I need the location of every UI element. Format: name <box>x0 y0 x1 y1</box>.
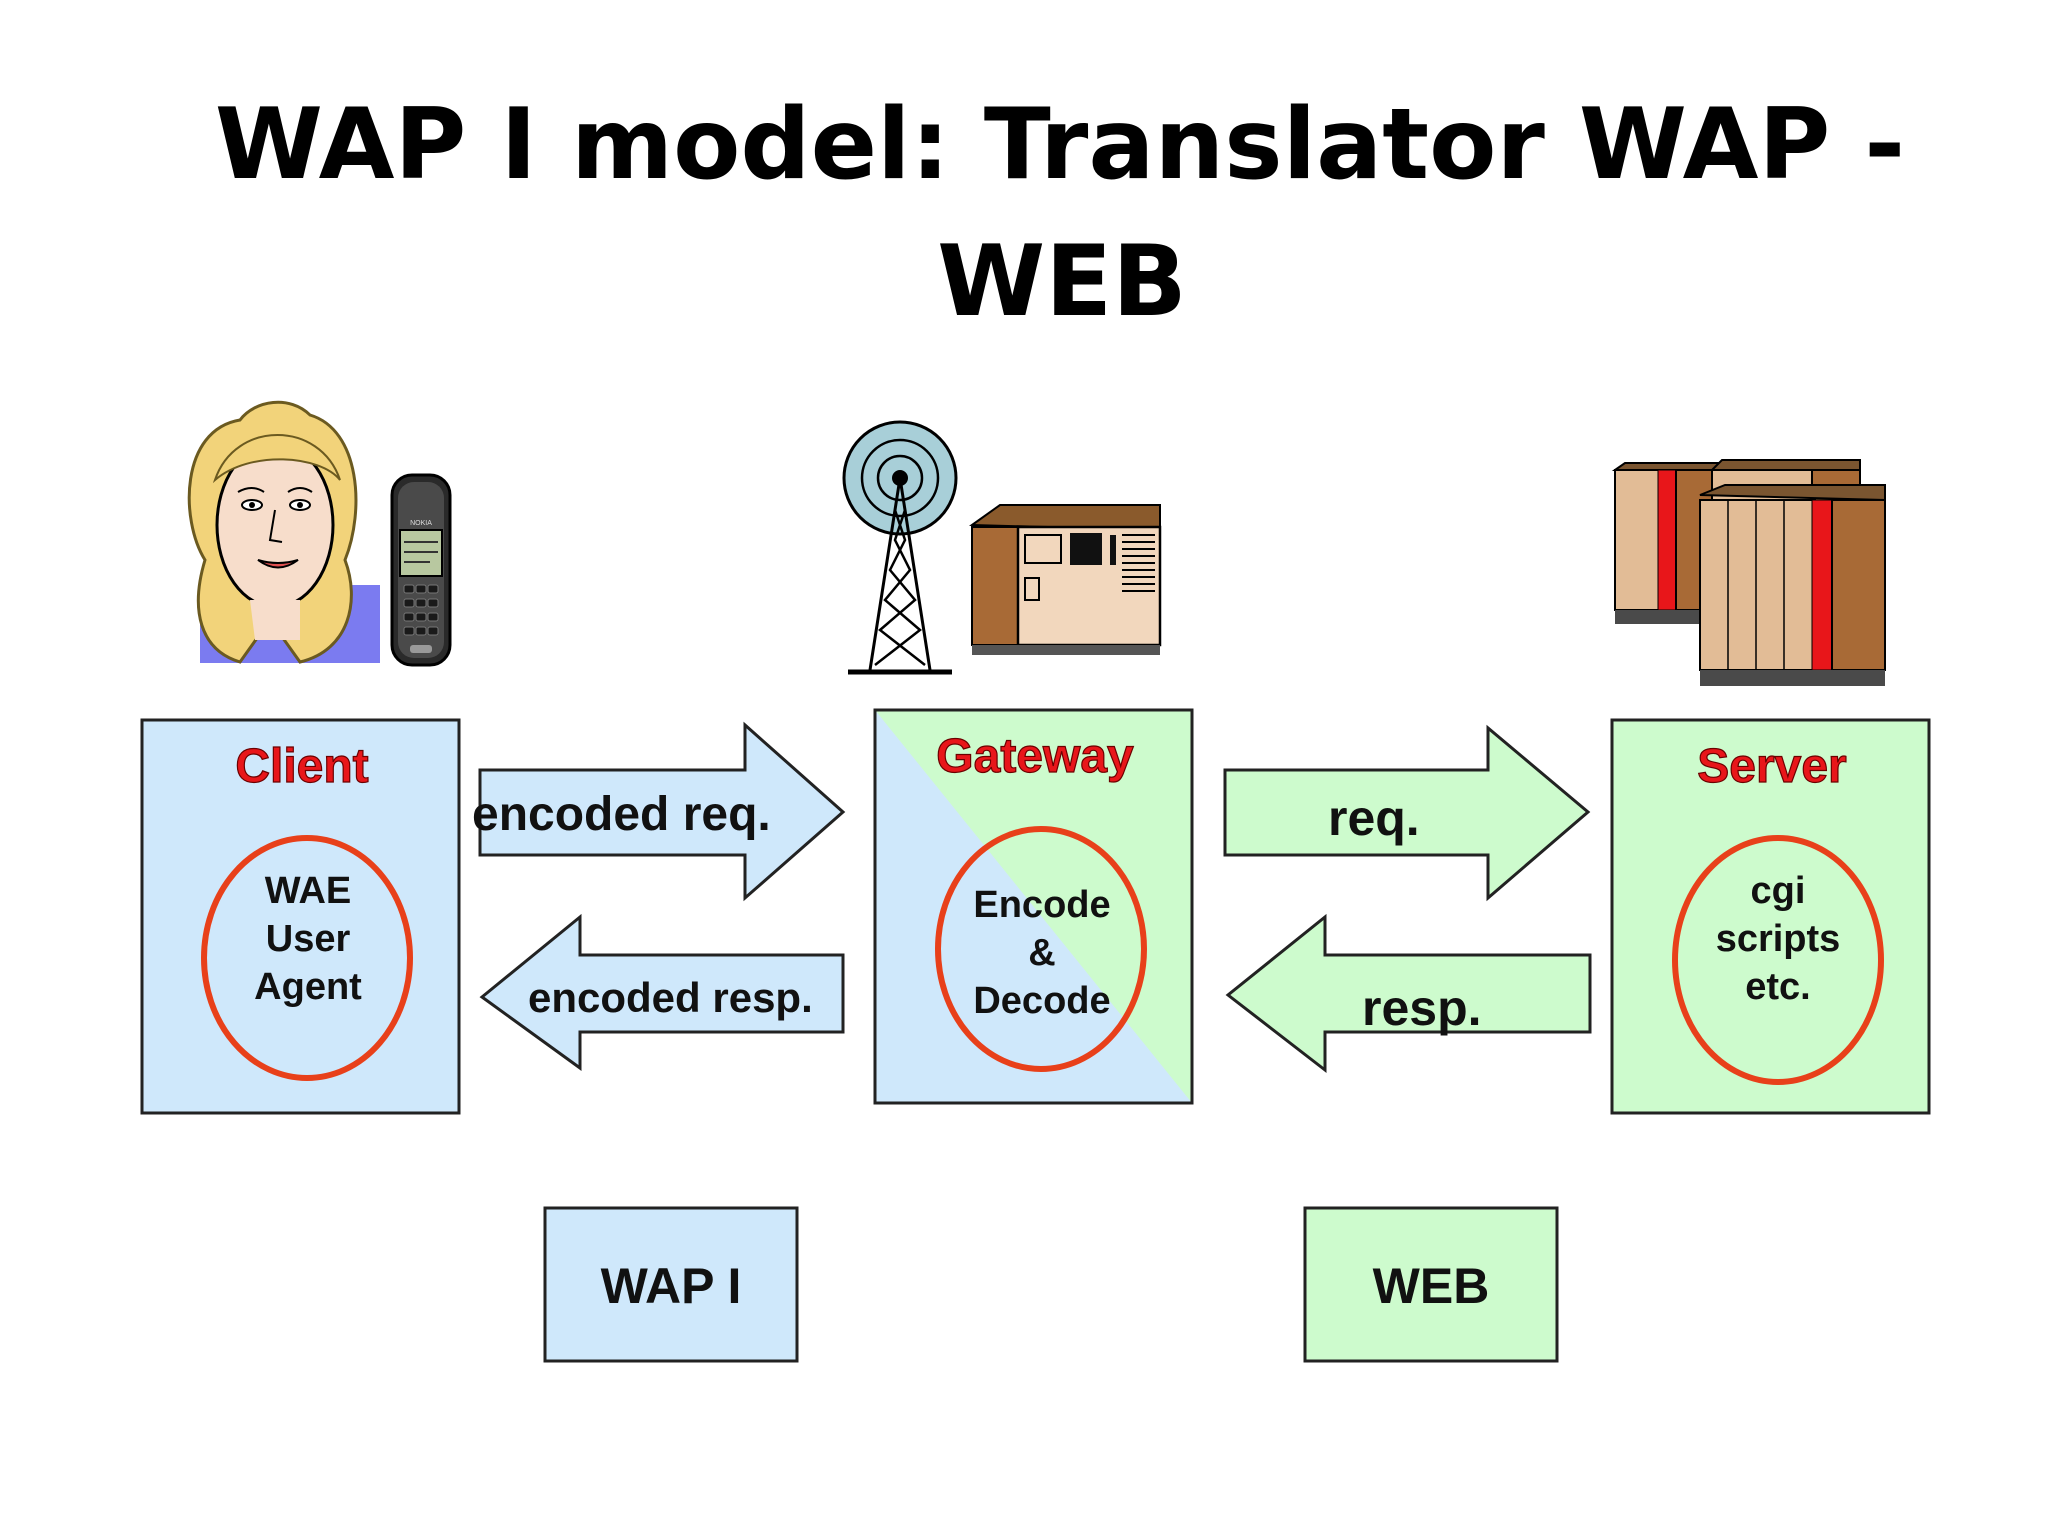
encoded-resp-label: encoded resp. <box>528 974 813 1021</box>
title-line-1: WAP I model: Translator WAP - <box>215 88 1905 202</box>
antenna-tower-icon <box>842 420 958 675</box>
phone-brand: NOKIA <box>410 520 432 527</box>
req-arrow: req. <box>1223 724 1591 902</box>
client-title: Client <box>235 740 368 793</box>
encoded-resp-arrow: encoded resp. <box>479 913 845 1071</box>
mobile-phone-icon: NOKIA <box>390 473 452 667</box>
legend-wap: WAP I <box>543 1206 799 1363</box>
req-label: req. <box>1328 790 1420 846</box>
server-box: Server cgi scripts etc. <box>1610 718 1931 1115</box>
woman-icon <box>187 400 380 664</box>
client-ellipse <box>201 835 413 1081</box>
client-inner-line-1: WAE <box>265 870 352 912</box>
resp-label: resp. <box>1362 980 1482 1036</box>
legend-web-label: WEB <box>1373 1258 1490 1314</box>
server-title: Server <box>1697 740 1846 793</box>
gateway-ellipse <box>935 826 1147 1072</box>
server-inner-line-1: cgi <box>1751 870 1806 912</box>
legend-wap-label: WAP I <box>601 1258 742 1314</box>
server-inner-line-2: scripts <box>1716 918 1841 960</box>
client-inner-line-2: User <box>266 918 351 960</box>
legend-web: WEB <box>1303 1206 1559 1363</box>
client-box: Client WAE User Agent <box>140 718 461 1115</box>
client-inner-line-3: Agent <box>254 966 362 1008</box>
gateway-title: Gateway <box>936 730 1134 783</box>
gateway-inner-line-3: Decode <box>973 980 1110 1022</box>
resp-arrow: resp. <box>1225 913 1592 1074</box>
server-ellipse <box>1672 835 1884 1085</box>
encoded-req-arrow: encoded req. <box>472 721 846 902</box>
server-racks-icon <box>1611 459 1886 686</box>
server-inner-line-3: etc. <box>1745 966 1810 1008</box>
gateway-inner-line-2: & <box>1028 932 1055 974</box>
gateway-box: Gateway Encode & Decode <box>873 708 1194 1105</box>
gateway-machine-icon <box>968 504 1162 655</box>
gateway-inner-line-1: Encode <box>973 884 1110 926</box>
title-line-2: WEB <box>937 225 1187 339</box>
encoded-req-label: encoded req. <box>472 788 771 841</box>
